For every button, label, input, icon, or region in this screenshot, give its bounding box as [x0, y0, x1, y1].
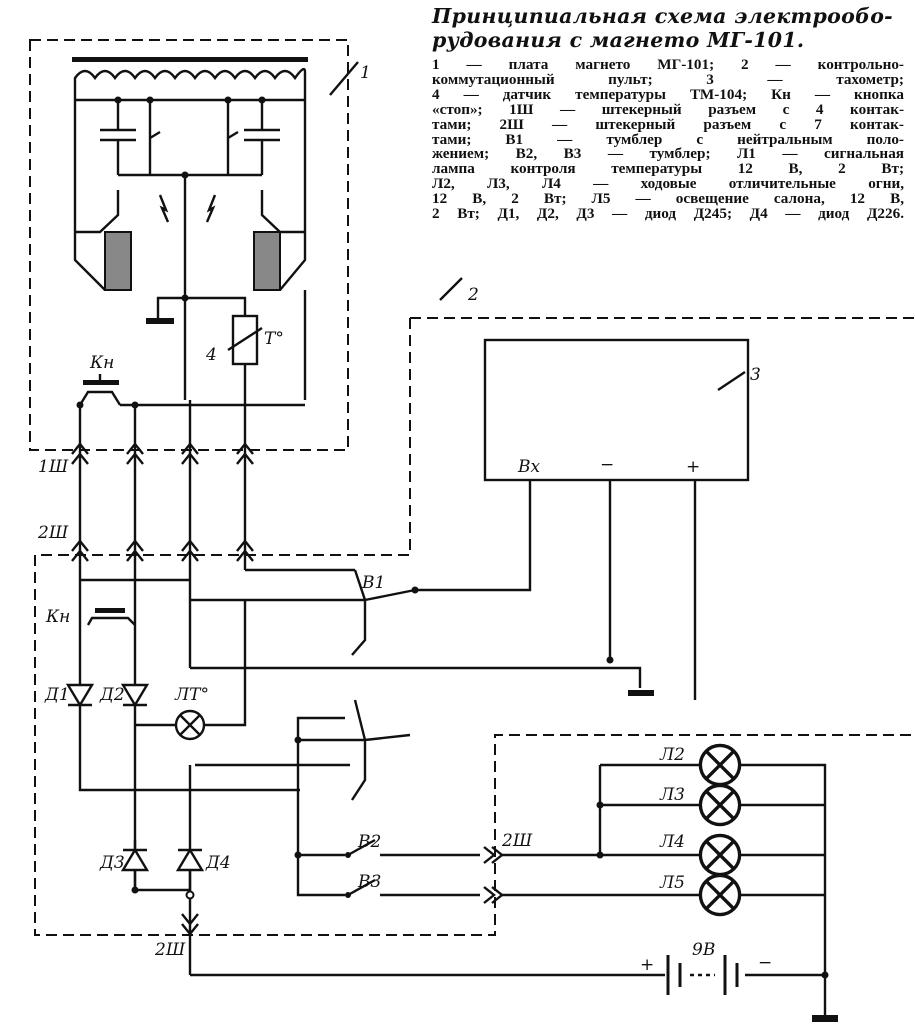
legend-line: 12 В, 2 Вт; Л5 — освещение салона, 12 В,	[432, 190, 904, 208]
block2-label: 2	[467, 285, 479, 305]
legend-line: жением; В2, В3 — тумблер; Л1 — сигнальна…	[432, 145, 904, 163]
button-mid-label: Кн	[45, 607, 70, 627]
diodes: Д1 Д2 ЛТ° Д3 Д4 2Ш	[44, 600, 350, 975]
legend-line: тами; 2Ш — штекерный разъем с 7 контак-	[432, 115, 904, 133]
spark-plug-right	[253, 231, 281, 291]
stop-button-top	[83, 380, 119, 385]
legend-line: 2 Вт; Д1, Д2, Д3 — диод Д245; Д4 — диод …	[432, 205, 904, 223]
battery: + − 9В	[190, 940, 838, 1022]
connector-2sh-top-label: 2Ш	[37, 523, 69, 543]
block1-label: 1	[360, 63, 371, 83]
diode-d3-label: Д3	[99, 853, 125, 873]
legend-line: тами; В1 — тумблер с нейтральным поло-	[432, 130, 904, 148]
harness: 1Ш 2Ш	[37, 400, 255, 700]
legend-line: лампа контроля температуры 12 В, 2 Вт;	[432, 160, 904, 178]
lamp-l5-label: Л5	[659, 873, 685, 893]
temp-sensor-4	[231, 314, 259, 366]
magneto-board-block: 1 4 T° Кн	[29, 39, 371, 451]
lamp-lt-label: ЛТ°	[174, 685, 209, 705]
diode-d4-label: Д4	[205, 853, 231, 873]
tacho-minus-label: −	[600, 455, 614, 475]
sensor-temp-label: T°	[264, 329, 284, 349]
caption-legend: 1 — плата магнето МГ-101; 2 — контрольно…	[432, 56, 904, 223]
legend-line: 1 — плата магнето МГ-101; 2 — контрольно…	[432, 56, 904, 73]
switch-b2-label: В2	[357, 832, 381, 852]
caption-title: Принципиальная схема электрообо- рудован…	[432, 4, 904, 52]
tachometer-block: 3 Вх − +	[415, 338, 761, 700]
block1-leader	[329, 61, 359, 96]
battery-minus-label: −	[758, 953, 772, 973]
switch-b3-label: В3	[357, 872, 381, 892]
connector-2sh-right-label: 2Ш	[501, 831, 533, 851]
legend-line: Л2, Л3, Л4 — ходовые отличительные огни,	[432, 175, 904, 193]
lamps-group: Л2 Л3 Л4 Л5	[596, 743, 827, 975]
diode-d3	[120, 847, 150, 872]
lamp-l3	[698, 783, 742, 827]
caption-title-line: Принципиальная схема электрообо-	[432, 4, 893, 28]
battery-plus-label: +	[640, 955, 654, 975]
lamp-l4-label: Л4	[659, 832, 685, 852]
lamp-l2	[698, 743, 742, 787]
spark-gap-icon	[158, 194, 217, 223]
switch-b1-label: В1	[361, 573, 385, 593]
diode-d2	[120, 683, 150, 708]
diode-d1-label: Д1	[44, 685, 70, 705]
lamp-l3-label: Л3	[659, 785, 685, 805]
battery-voltage-label: 9В	[692, 940, 715, 960]
spark-plug-left	[104, 231, 132, 291]
ground-icon	[146, 318, 174, 324]
block3-label: 3	[750, 365, 761, 385]
legend-line: «стоп»; 1Ш — штекерный разъем с 4 контак…	[432, 100, 904, 118]
magneto-core	[72, 57, 308, 62]
tachometer-box	[483, 338, 750, 482]
tacho-input-label: Вх	[517, 457, 540, 477]
lamp-l2-label: Л2	[659, 745, 685, 765]
lamp-l4	[698, 833, 742, 877]
legend-line: коммутационный пульт; 3 — тахометр;	[432, 70, 904, 88]
lamp-l5	[698, 873, 742, 917]
caption-title-line: рудования с магнето МГ-101.	[432, 28, 805, 52]
stop-button-mid	[95, 608, 125, 613]
figure-caption: Принципиальная схема электрообо- рудован…	[432, 4, 904, 222]
capacitor-left	[100, 100, 152, 177]
connector-1sh-label: 1Ш	[38, 457, 69, 477]
lamp-lt	[174, 709, 206, 741]
switches-b2-b3: В2 В3 2Ш	[294, 699, 700, 904]
legend-line: 4 — датчик температуры ТМ-104; Кн — кноп…	[432, 85, 904, 103]
block1-outline	[29, 39, 349, 451]
button-top-label: Кн	[89, 353, 114, 373]
diode-d4	[175, 847, 205, 872]
magneto-coil	[73, 67, 307, 100]
switch-b1: В1	[80, 568, 654, 696]
sensor4-label: 4	[205, 345, 217, 365]
tacho-plus-label: +	[686, 457, 700, 477]
block2-outline	[34, 317, 915, 936]
connector-2sh-bottom-label: 2Ш	[154, 940, 186, 960]
capacitor-right	[226, 100, 280, 177]
ground-icon	[628, 690, 654, 696]
diode-d2-label: Д2	[99, 685, 125, 705]
diode-d1	[65, 683, 95, 708]
ground-icon	[812, 1015, 838, 1022]
